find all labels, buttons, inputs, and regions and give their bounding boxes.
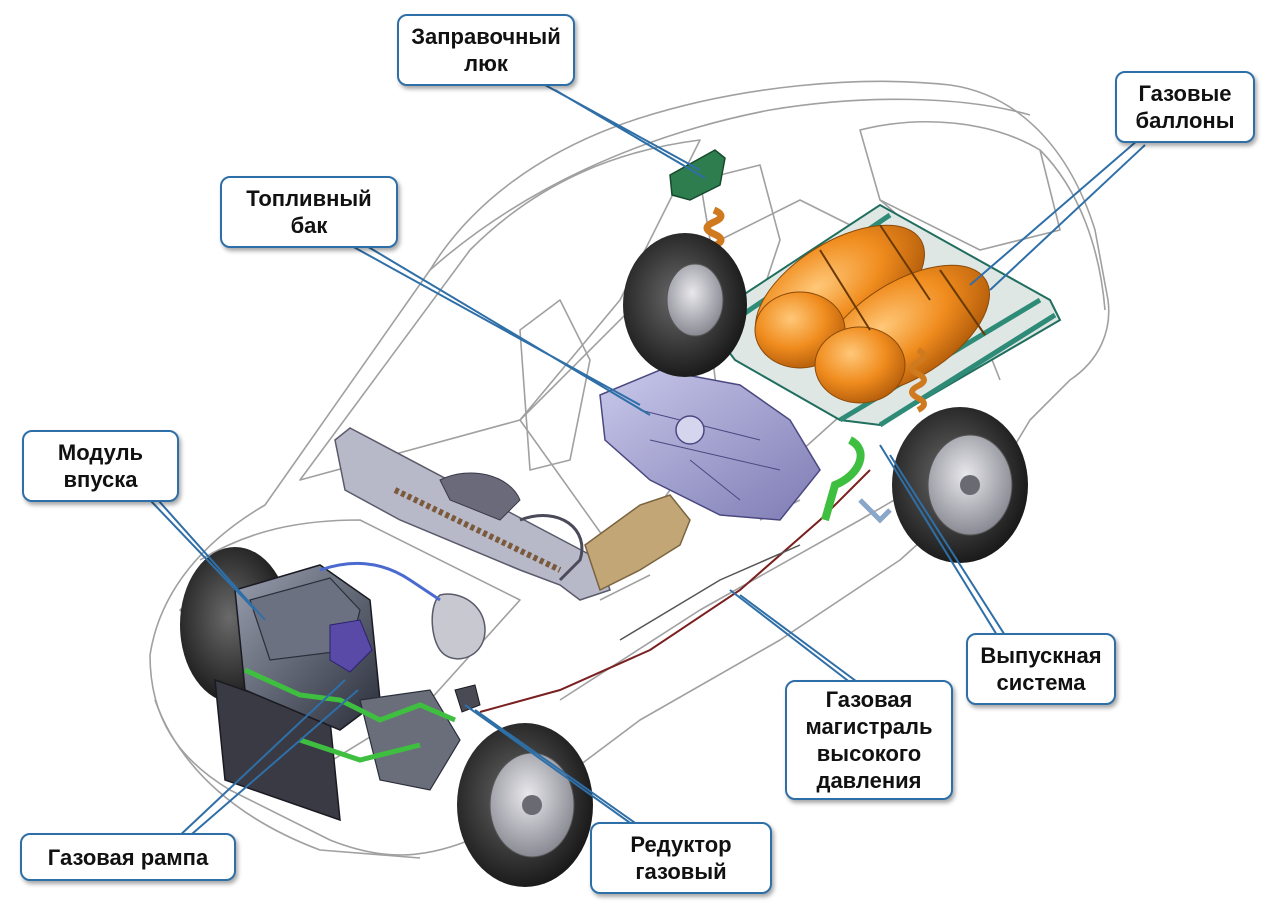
green-hose-rear: [821, 436, 865, 522]
dashboard-body: [334, 427, 611, 601]
tail-line: [1039, 149, 1106, 311]
steering-column: [519, 514, 584, 582]
wheel-front-right: [457, 723, 593, 887]
gearbox: [359, 689, 461, 791]
gas-reducer-part: [454, 684, 481, 713]
front-seat: [519, 299, 591, 471]
leader-exhaust-system: [879, 444, 1009, 641]
rear-spring: [909, 347, 927, 413]
callout-gas-reducer: Редуктор газовый: [590, 822, 772, 894]
leader-lines: [149, 84, 1146, 841]
green-hoses-front: [243, 667, 456, 763]
cylinder-straps: [819, 224, 986, 336]
fuel-tank: [599, 369, 821, 521]
leader-fuel-tank: [349, 244, 651, 416]
gas-cylinder-assembly: [703, 203, 1062, 428]
leader-intake-module: [149, 499, 266, 621]
leader-high-pressure-line: [729, 589, 869, 691]
fuel-tank-body: [599, 369, 821, 521]
callout-intake-module: Модуль впуска: [22, 430, 179, 502]
dashboard-cluster: [439, 472, 521, 521]
fuel-flap-part: [669, 149, 726, 201]
leader-fuel-flap: [544, 84, 706, 179]
brake-booster: [431, 593, 486, 660]
exhaust-tunnel: [584, 494, 691, 592]
callout-exhaust-system: Выпускная система: [966, 633, 1116, 705]
hood-line: [199, 519, 521, 781]
rim: [666, 263, 724, 337]
callout-gas-rail: Газовая рампа: [20, 833, 236, 881]
callout-fuel-flap: Заправочный люк: [397, 14, 575, 86]
hub: [522, 795, 542, 815]
callout-fuel-tank: Топливный бак: [220, 176, 398, 248]
wheel-rear-right: [892, 407, 1028, 563]
engine: [214, 561, 486, 822]
callout-gas-cylinders: Газовые баллоны: [1115, 71, 1255, 143]
dashboard: [334, 427, 611, 601]
leader-gas-reducer: [464, 704, 649, 833]
brake-line: [619, 544, 801, 641]
blue-hose: [319, 561, 441, 602]
leader-gas-rail: [174, 679, 359, 841]
exhaust-pipe-rear: [858, 498, 892, 524]
rear-window: [859, 121, 1061, 251]
fuel-pump-cap: [675, 415, 705, 445]
wheel-rear-left: [623, 233, 747, 377]
windshield: [299, 139, 701, 481]
gas-cylinder-4: [814, 326, 906, 404]
dashboard-vent: [393, 487, 562, 573]
hub: [960, 475, 980, 495]
roof-line: [429, 98, 1031, 271]
intake-module-purple: [329, 619, 373, 673]
callout-high-pressure-line: Газовая магистраль высокого давления: [785, 680, 953, 800]
leader-gas-cylinders: [969, 139, 1146, 291]
